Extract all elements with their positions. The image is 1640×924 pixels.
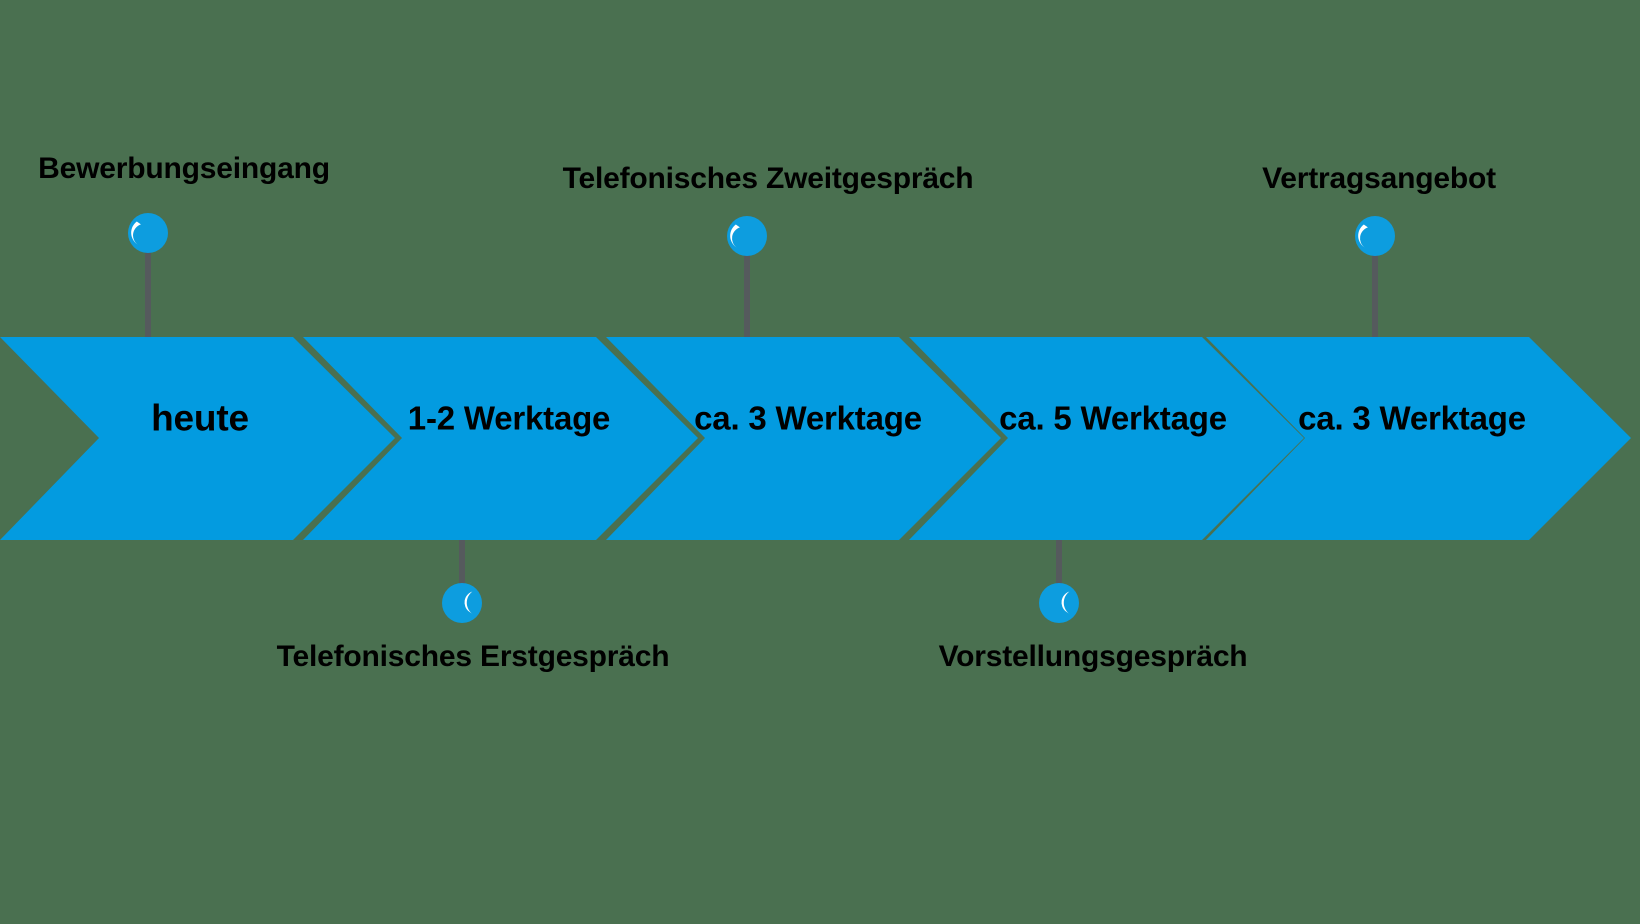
pin-head-circle (1355, 216, 1395, 256)
pin-head-3[interactable] (727, 216, 767, 256)
pin-head-1[interactable] (128, 213, 168, 253)
step-label-3: ca. 3 Werktage (694, 399, 922, 437)
milestone-label-bewerbungseingang: Bewerbungseingang (38, 152, 330, 185)
chevron-step-3[interactable] (606, 337, 1001, 540)
pin-head-circle (1039, 583, 1079, 623)
pin-head-circle (128, 213, 168, 253)
chevron-group (0, 337, 1631, 540)
milestone-label-vorstellungsgespraech: Vorstellungsgespräch (938, 640, 1248, 673)
milestone-label-vertragsangebot: Vertragsangebot (1262, 162, 1496, 195)
pin-highlight-crescent (131, 221, 141, 245)
step-label-4: ca. 5 Werktage (999, 399, 1227, 437)
chevron-step-5[interactable] (1206, 337, 1631, 540)
pin-highlight-crescent (730, 224, 740, 248)
step-label-1: heute (151, 397, 249, 439)
pin-highlight-crescent (464, 591, 474, 615)
step-label-2: 1-2 Werktage (407, 399, 611, 437)
chevron-step-2[interactable] (303, 337, 698, 540)
pin-highlight-crescent (1358, 224, 1368, 248)
milestone-label-telefonisches-zweitgespraech: Telefonisches Zweitgespräch (562, 162, 974, 195)
pin-head-5[interactable] (1355, 216, 1395, 256)
step-label-5: ca. 3 Werktage (1298, 399, 1526, 437)
chevron-step-1[interactable] (0, 337, 395, 540)
pin-highlight-crescent (1061, 591, 1071, 615)
pin-head-circle (727, 216, 767, 256)
milestone-label-telefonisches-erstgespraech: Telefonisches Erstgespräch (276, 640, 670, 673)
pin-head-circle (442, 583, 482, 623)
pin-head-4[interactable] (1039, 583, 1079, 623)
chevron-step-4[interactable] (909, 337, 1304, 540)
pin-head-2[interactable] (442, 583, 482, 623)
